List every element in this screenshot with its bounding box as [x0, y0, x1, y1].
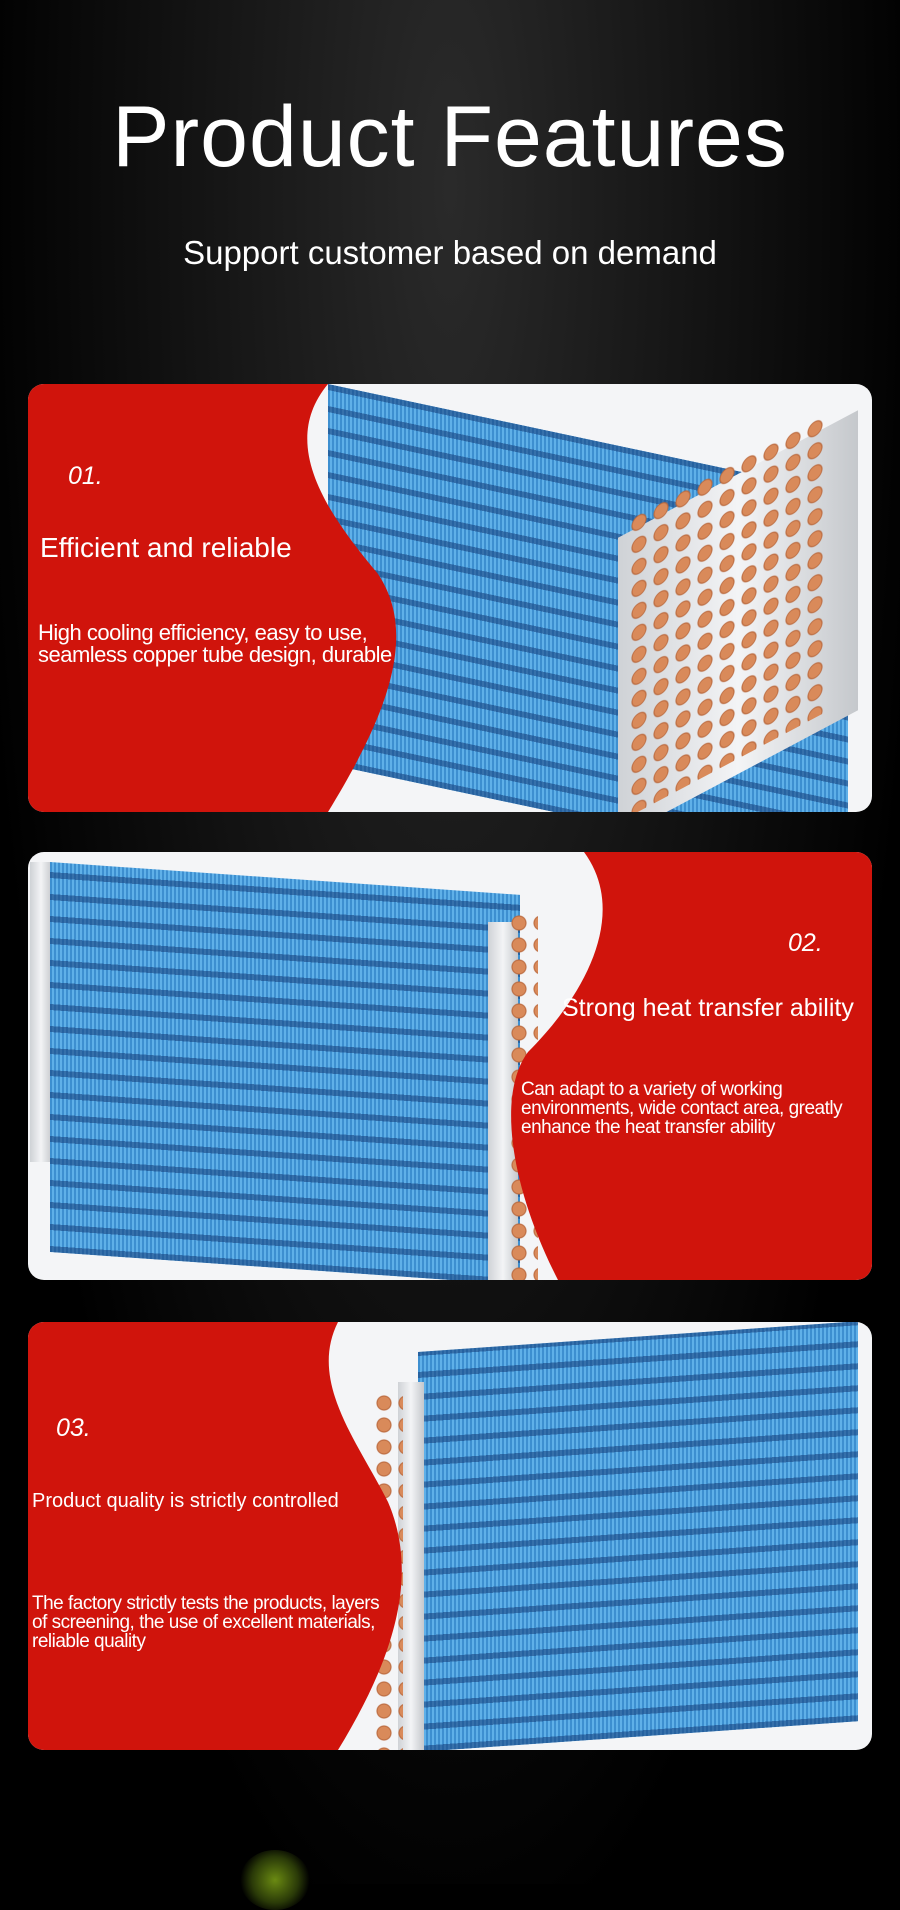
- red-panel: [28, 1322, 402, 1750]
- feature-heading: Product quality is strictly controlled: [32, 1490, 339, 1512]
- feature-number: 01.: [68, 462, 103, 490]
- feature-card-1: 01. Efficient and reliable High cooling …: [28, 384, 872, 812]
- feature-number: 02.: [788, 929, 823, 957]
- page-title: Product Features: [112, 89, 788, 185]
- page-subtitle: Support customer based on demand: [183, 234, 717, 271]
- red-panel: [28, 384, 397, 812]
- feature-heading: Efficient and reliable: [40, 532, 292, 563]
- coil-side-plate: [30, 862, 52, 1162]
- feature-card-2: 02. Strong heat transfer ability Can ada…: [28, 852, 872, 1280]
- feature-card-3: 03. Product quality is strictly controll…: [28, 1322, 872, 1750]
- feature-heading: Strong heat transfer ability: [562, 994, 854, 1022]
- feature-number: 03.: [56, 1414, 91, 1442]
- feature-description: Can adapt to a variety of working enviro…: [521, 1079, 843, 1138]
- feature-description: High cooling efficiency, easy to use, se…: [38, 620, 392, 667]
- decorative-glow: [240, 1850, 310, 1910]
- red-panel: [511, 852, 872, 1280]
- feature-description: The factory strictly tests the products,…: [32, 1593, 380, 1652]
